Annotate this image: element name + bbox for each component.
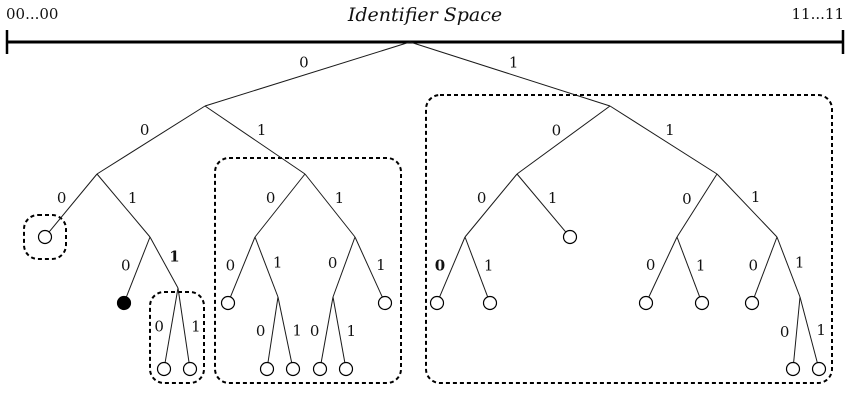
edge-n011-n0110 <box>332 236 356 298</box>
bit-label-n010: 0 <box>266 189 276 207</box>
leaf-node-n01010 <box>259 361 275 377</box>
edge-n1111-n11111 <box>799 296 818 363</box>
leaf-node-n01011 <box>285 361 301 377</box>
group-subtree-0011 <box>149 291 205 384</box>
edge-n10-n101 <box>516 173 567 233</box>
edge-n1-n10 <box>516 105 611 175</box>
edge-n0101-n01010 <box>267 296 279 363</box>
bit-label-n01: 1 <box>257 121 267 139</box>
bit-label-n0011: 1 <box>169 248 179 266</box>
bit-label-n10: 0 <box>552 121 562 139</box>
axis-left-label: 00...00 <box>6 5 58 23</box>
bit-label-n111: 1 <box>751 188 761 206</box>
edge-n1111-n11110 <box>793 296 801 363</box>
subtree-groups <box>23 94 833 384</box>
leaf-node-n01100 <box>312 361 328 377</box>
edge-n11-n110 <box>676 173 718 238</box>
edge-n01-n010 <box>254 173 306 238</box>
bit-label-n1111: 1 <box>795 254 805 272</box>
bit-label-n0: 0 <box>299 54 309 72</box>
edge-n1-n11 <box>609 105 718 175</box>
edge-n11-n111 <box>716 173 778 238</box>
edge-n0110-n01100 <box>320 296 334 363</box>
identifier-space-axis: 00...00 11...11 Identifier Space <box>5 4 845 54</box>
bit-label-n011: 1 <box>335 189 345 207</box>
leaf-node-n0100 <box>220 295 236 311</box>
own-node-n0010 <box>116 295 132 311</box>
leaf-node-n1101 <box>694 295 710 311</box>
axis-right-label: 11...11 <box>792 5 844 23</box>
edge-n001-n0010 <box>125 236 151 298</box>
tree-nodes <box>37 229 827 377</box>
leaf-node-n0111 <box>377 295 393 311</box>
leaf-node-n101 <box>562 229 578 245</box>
bit-label-n110: 0 <box>682 190 692 208</box>
bit-label-n1110: 0 <box>749 257 759 275</box>
bit-label-n01101: 1 <box>347 322 357 340</box>
bit-label-n0101: 1 <box>273 254 283 272</box>
leaf-node-n00111 <box>182 361 198 377</box>
bit-label-n11110: 0 <box>780 323 790 341</box>
group-subtree-1 <box>425 94 833 384</box>
leaf-node-n00110 <box>156 361 172 377</box>
tree-edges <box>48 41 818 363</box>
edge-n110-n1101 <box>676 236 701 298</box>
bit-label-n1100: 0 <box>646 256 656 274</box>
bit-label-n01011: 1 <box>292 322 302 340</box>
leaf-node-n11110 <box>785 361 801 377</box>
leaf-node-n1100 <box>638 295 654 311</box>
edge-n0-n01 <box>204 105 306 175</box>
bit-label-n0111: 1 <box>376 256 386 274</box>
bit-label-n01100: 0 <box>310 322 320 340</box>
edge-n0110-n01101 <box>332 296 346 363</box>
bit-label-n1: 1 <box>509 54 519 72</box>
group-subtree-000 <box>23 214 67 260</box>
bit-label-n00: 0 <box>140 121 150 139</box>
bit-label-n1001: 1 <box>484 257 494 275</box>
bit-label-n1101: 1 <box>696 257 706 275</box>
leaf-node-n000 <box>37 229 53 245</box>
leaf-node-n1110 <box>744 295 760 311</box>
bit-label-n00110: 0 <box>154 318 164 336</box>
bit-label-n0010: 0 <box>121 257 131 275</box>
bit-label-n0100: 0 <box>226 257 236 275</box>
edge-n0011-n00111 <box>177 287 190 363</box>
edge-n010-n0100 <box>229 236 256 298</box>
edge-n110-n1100 <box>648 236 678 298</box>
identifier-space-title: Identifier Space <box>347 4 502 26</box>
edge-root-n1 <box>409 41 611 107</box>
leaf-node-n11111 <box>811 361 827 377</box>
edge-n001-n0011 <box>149 236 179 289</box>
group-subtree-01 <box>214 157 402 384</box>
edge-n010-n0101 <box>254 236 279 298</box>
edge-n0-n00 <box>96 105 206 175</box>
edge-n111-n1110 <box>753 236 778 298</box>
bit-label-n101: 1 <box>548 189 558 207</box>
bit-label-n001: 1 <box>128 189 138 207</box>
leaf-node-n1001 <box>482 295 498 311</box>
leaf-node-n01101 <box>338 361 354 377</box>
edge-root-n0 <box>204 41 411 107</box>
bit-label-n1000: 0 <box>435 256 445 274</box>
bit-label-n11: 1 <box>665 121 675 139</box>
bit-label-n100: 0 <box>477 189 487 207</box>
edge-n01-n011 <box>304 173 356 238</box>
edge-n011-n0111 <box>354 236 383 298</box>
edge-n100-n1001 <box>464 236 489 298</box>
bit-label-n00111: 1 <box>191 318 201 336</box>
bit-label-n01010: 0 <box>256 322 266 340</box>
leaf-node-n1000 <box>429 295 445 311</box>
edge-n0011-n00110 <box>164 287 179 363</box>
edge-n10-n100 <box>464 173 518 238</box>
edge-n0101-n01011 <box>277 296 293 363</box>
bit-label-n0110: 0 <box>328 254 338 272</box>
edge-n00-n000 <box>48 173 98 233</box>
edge-n00-n001 <box>96 173 151 238</box>
edge-n100-n1000 <box>439 236 466 298</box>
bit-label-n11111: 1 <box>816 321 826 339</box>
edge-n111-n1111 <box>776 236 801 298</box>
bit-label-n000: 0 <box>57 189 67 207</box>
